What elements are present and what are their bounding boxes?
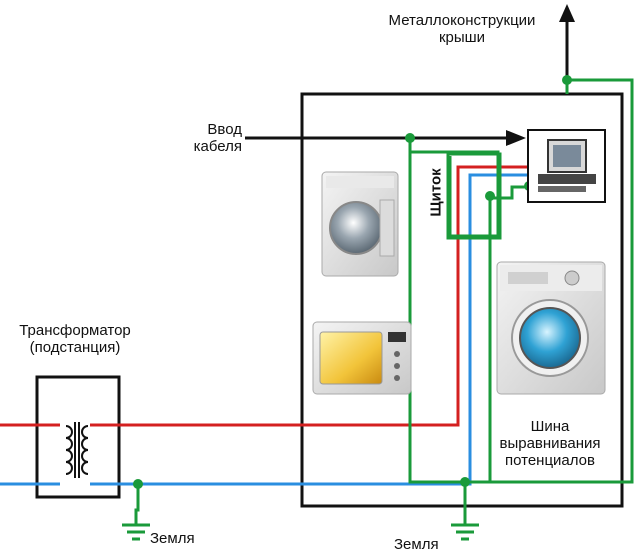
cable-input-label: Ввод кабеля <box>193 121 242 155</box>
house-outline <box>300 92 624 508</box>
ground-symbol-icon <box>451 523 479 541</box>
panel-label: Щиток <box>427 168 445 217</box>
ground-symbol-icon <box>122 523 150 541</box>
roof-label: Металлоконструкции крыши <box>388 12 536 46</box>
computer-icon <box>527 129 606 203</box>
phase-wire <box>0 165 528 427</box>
roof-arrowhead-icon <box>559 4 575 22</box>
ground-bottom-label: Земля <box>394 536 439 553</box>
microwave-icon <box>312 321 412 395</box>
transformer-coil-icon <box>65 422 89 478</box>
cable-input-arrowhead-icon <box>506 130 526 146</box>
transformer-label: Трансформатор (подстанция) <box>19 322 131 356</box>
panel-frame <box>446 152 502 240</box>
dryer-icon <box>321 171 399 277</box>
ground-left-label: Земля <box>150 530 195 547</box>
bus-label: Шина выравнивания потенциалов <box>499 418 601 469</box>
washing-machine-icon <box>496 261 606 395</box>
